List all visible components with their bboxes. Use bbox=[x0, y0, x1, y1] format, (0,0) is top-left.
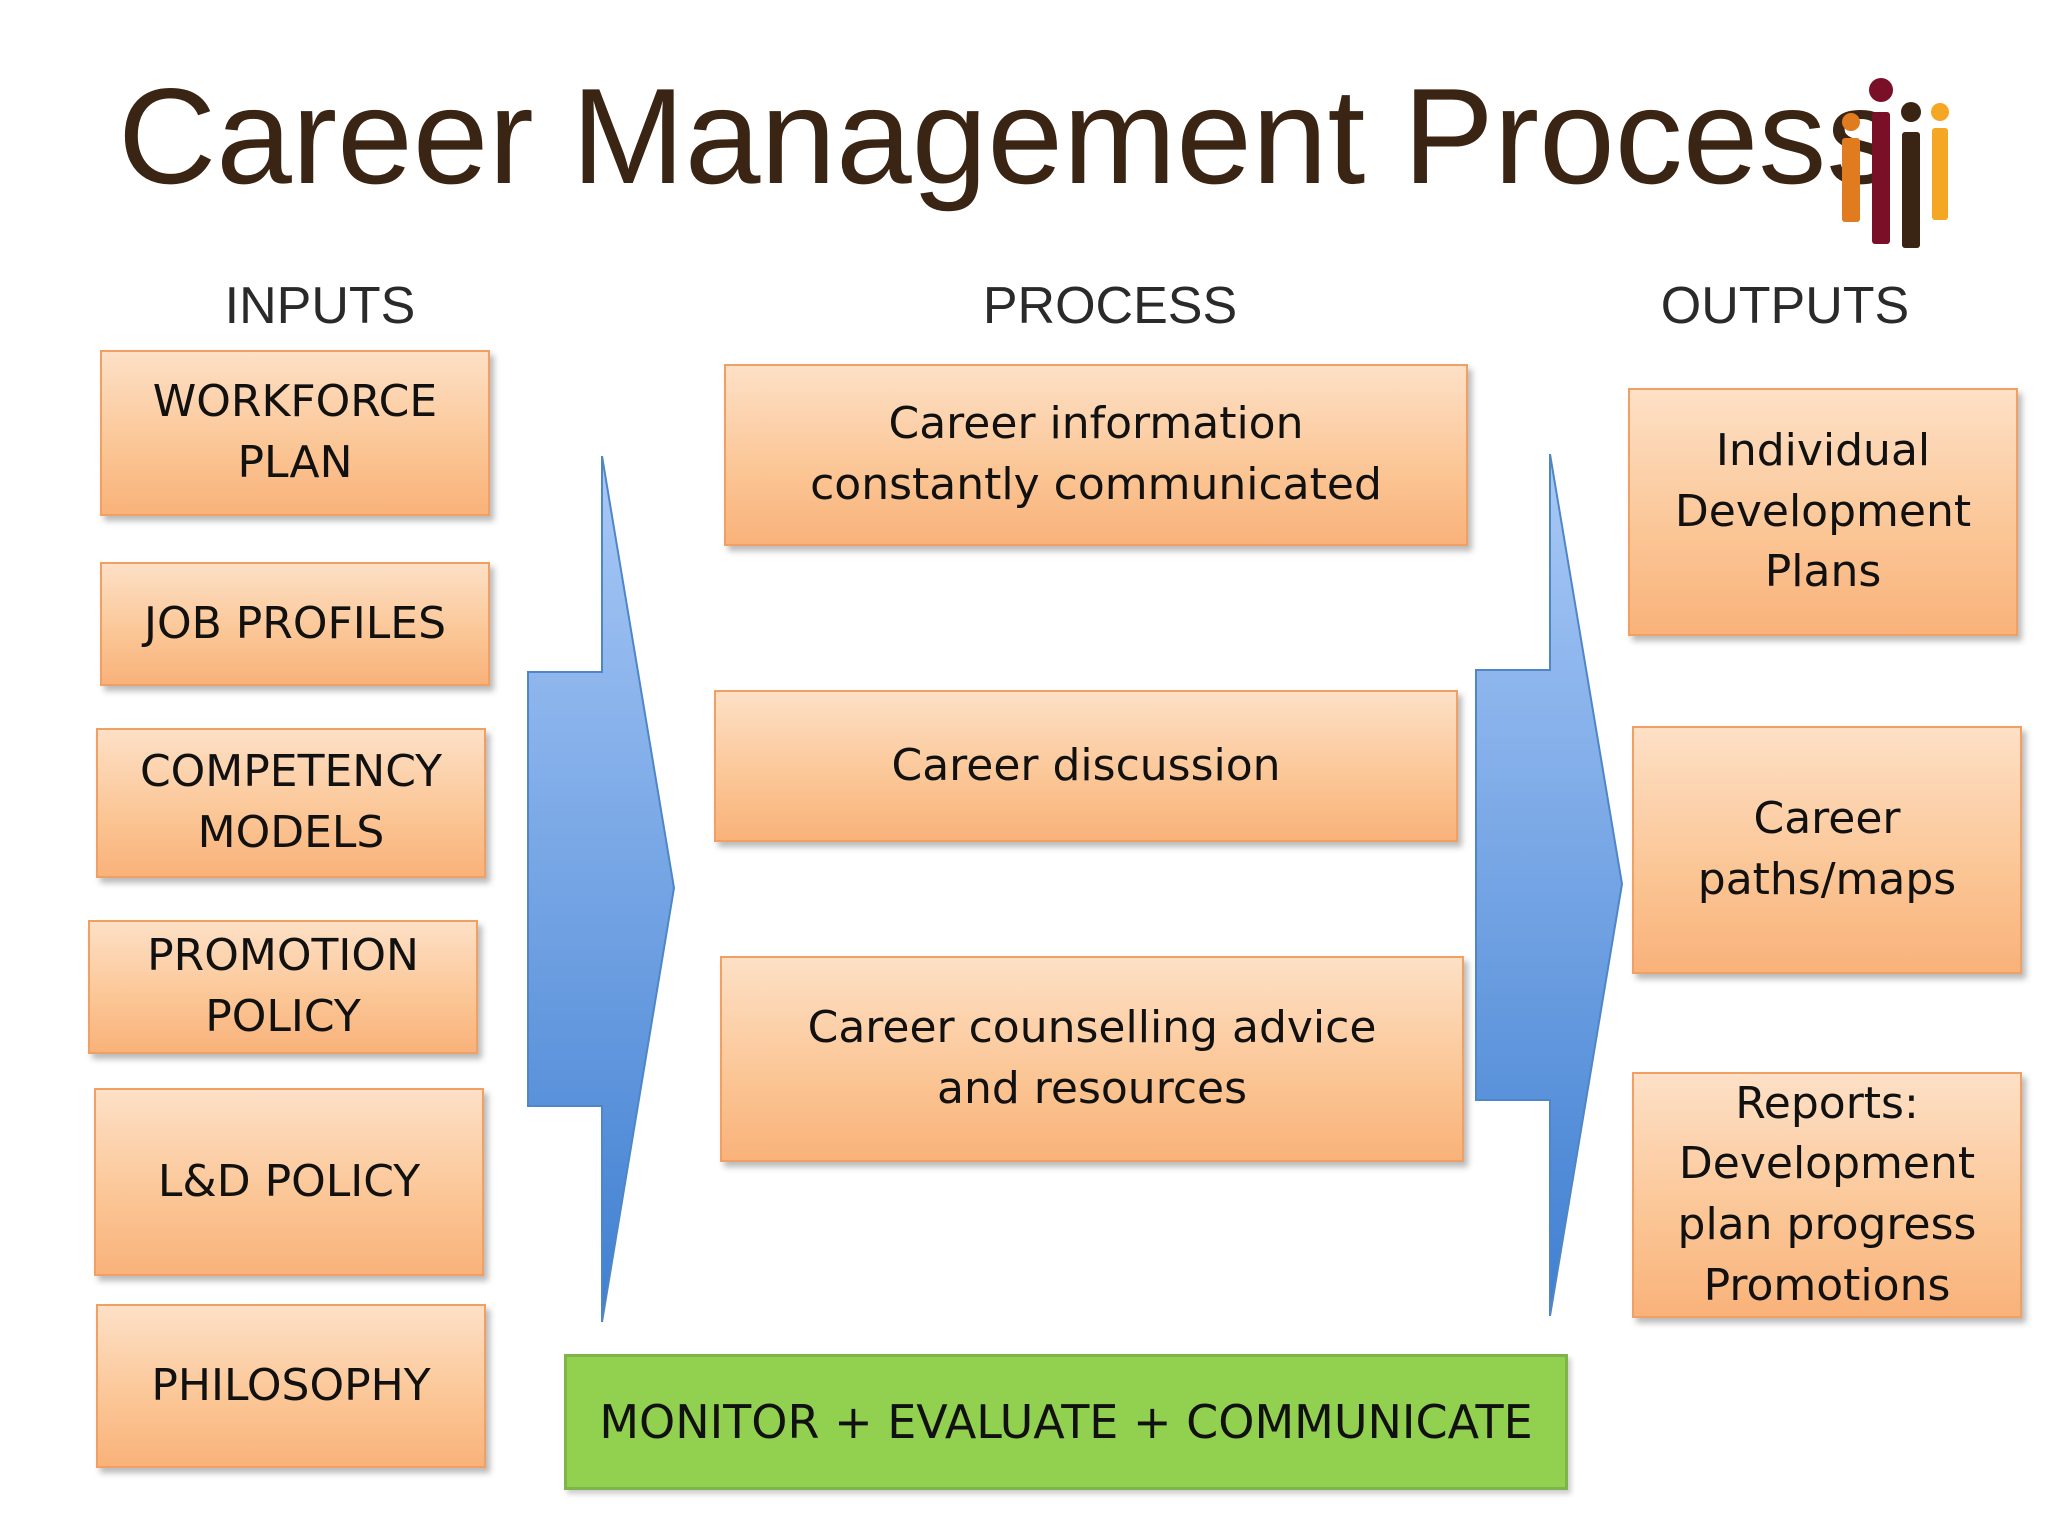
input-label: PHILOSOPHY bbox=[151, 1359, 431, 1411]
process-label: Career information constantly communicat… bbox=[810, 398, 1382, 510]
input-ld-policy: L&D POLICY bbox=[94, 1088, 484, 1276]
output-career-paths: Career paths/maps bbox=[1632, 726, 2022, 974]
process-career-counselling: Career counselling advice and resources bbox=[720, 956, 1464, 1162]
input-competency-models: COMPETENCY MODELS bbox=[96, 728, 486, 878]
people-bars-logo-icon bbox=[1842, 78, 1949, 248]
monitor-evaluate-label: MONITOR + EVALUATE + COMMUNICATE bbox=[599, 1395, 1533, 1449]
inputs-heading: INPUTS bbox=[224, 277, 416, 335]
input-label: WORKFORCE PLAN bbox=[152, 376, 438, 488]
input-label: JOB PROFILES bbox=[143, 597, 447, 649]
process-label: Career discussion bbox=[891, 739, 1281, 791]
process-career-information: Career information constantly communicat… bbox=[724, 364, 1468, 546]
process-heading: PROCESS bbox=[982, 277, 1238, 335]
input-label: L&D POLICY bbox=[157, 1155, 421, 1207]
outputs-heading: OUTPUTS bbox=[1660, 277, 1910, 335]
input-philosophy: PHILOSOPHY bbox=[96, 1304, 486, 1468]
page-title: Career Management Process bbox=[118, 60, 1895, 212]
process-label: Career counselling advice and resources bbox=[807, 1002, 1377, 1114]
input-workforce-plan: WORKFORCE PLAN bbox=[100, 350, 490, 516]
output-individual-development-plans: Individual Development Plans bbox=[1628, 388, 2018, 636]
output-label: Career paths/maps bbox=[1697, 793, 1957, 905]
monitor-evaluate-bar: MONITOR + EVALUATE + COMMUNICATE bbox=[564, 1354, 1568, 1490]
input-label: COMPETENCY MODELS bbox=[139, 746, 443, 858]
process-to-outputs-arrow-icon bbox=[1475, 454, 1624, 1317]
output-reports: Reports: Development plan progress Promo… bbox=[1632, 1072, 2022, 1318]
output-label: Reports: Development plan progress Promo… bbox=[1677, 1077, 1977, 1311]
input-job-profiles: JOB PROFILES bbox=[100, 562, 490, 686]
process-career-discussion: Career discussion bbox=[714, 690, 1458, 842]
input-promotion-policy: PROMOTION POLICY bbox=[88, 920, 478, 1054]
inputs-to-process-arrow-icon bbox=[527, 456, 676, 1323]
input-label: PROMOTION POLICY bbox=[147, 930, 419, 1042]
output-label: Individual Development Plans bbox=[1674, 424, 1972, 598]
